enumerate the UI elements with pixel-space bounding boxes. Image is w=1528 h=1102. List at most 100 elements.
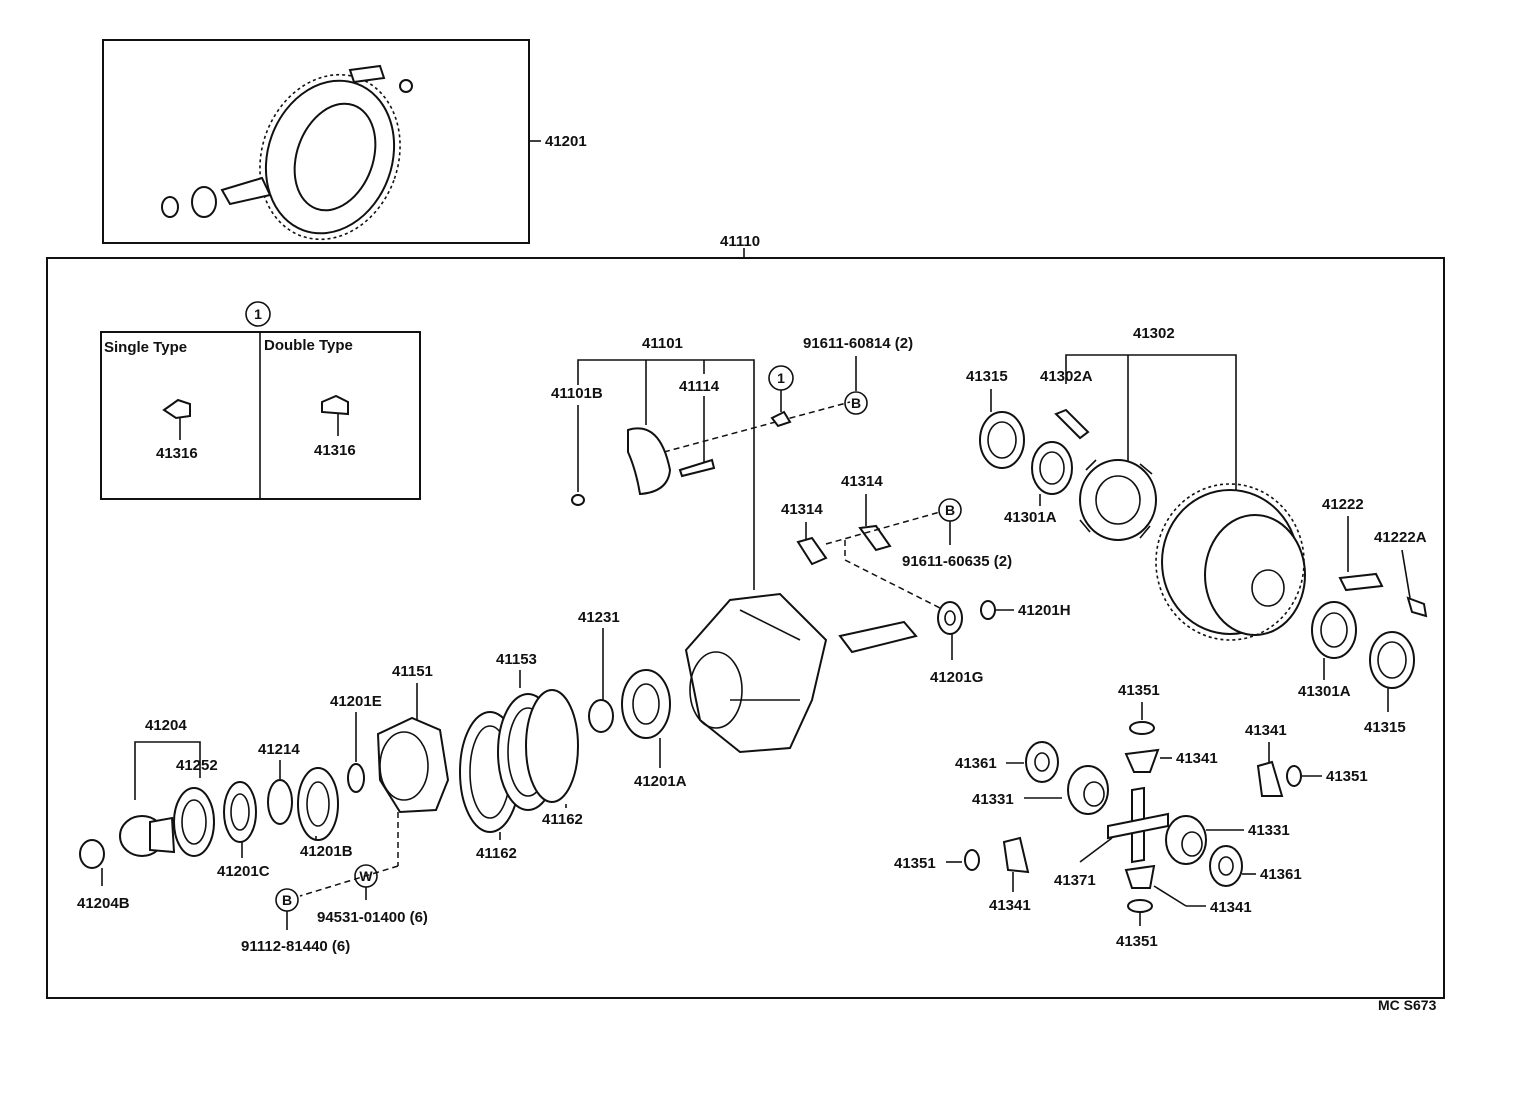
companion-flange-icon <box>119 815 176 857</box>
label-41301A-top: 41301A <box>1004 509 1057 526</box>
pinion-washer-bottom-icon <box>1127 899 1153 913</box>
label-41101B: 41101B <box>551 385 603 402</box>
single-type-heading: Single Type <box>104 339 187 356</box>
pinion-washer-left-icon <box>964 849 980 871</box>
snap-ring-icon <box>347 763 365 793</box>
label-41151: 41151 <box>392 663 433 680</box>
label-41201A: 41201A <box>634 773 687 790</box>
drive-pinion-icon <box>161 176 272 218</box>
label-41302A: 41302A <box>1040 368 1093 385</box>
label-41315-top: 41315 <box>966 368 1008 385</box>
differential-case-ring-icon <box>1155 483 1306 641</box>
label-41351-top: 41351 <box>1118 682 1160 699</box>
label-41101: 41101 <box>642 335 683 352</box>
bearing-retainer-icon <box>376 716 450 814</box>
lock-bolt-icon <box>1406 596 1428 618</box>
pinion-bearing-front-icon <box>937 601 963 635</box>
oil-seal-icon <box>223 781 257 843</box>
pinion-shaft-cross-icon <box>1107 786 1169 864</box>
side-bearing-right-icon <box>1311 601 1357 659</box>
label-41201E: 41201E <box>330 693 382 710</box>
label-41315-right: 41315 <box>1364 719 1406 736</box>
label-41162-a: 41162 <box>476 845 517 862</box>
lock-plate-single-icon <box>162 398 191 420</box>
label-94531-01400: 94531-01400 (6) <box>317 909 428 926</box>
side-bearing-top-icon <box>1031 441 1073 495</box>
label-41153: 41153 <box>496 651 537 668</box>
double-type-heading: Double Type <box>264 337 353 354</box>
pinion-washer-right-icon <box>1286 765 1302 787</box>
plug-icon <box>571 494 585 506</box>
case-bolt-icon <box>1054 408 1090 440</box>
lock-plate-main-icon <box>770 410 792 428</box>
adjusting-nut-lock-icon <box>1338 572 1384 592</box>
adjusting-lock-plate-a-icon <box>796 536 828 566</box>
lock-plate-icon <box>348 64 413 93</box>
oil-slinger-icon <box>267 779 293 825</box>
label-41341-left: 41341 <box>989 897 1031 914</box>
marker-b-1: B <box>851 395 861 411</box>
side-gear-right-icon <box>1165 815 1207 865</box>
rear-bearing-icon <box>621 669 671 739</box>
label-41201: 41201 <box>545 133 587 150</box>
label-41204B: 41204B <box>77 895 130 912</box>
label-41314-b: 41314 <box>841 473 883 490</box>
label-41316-double: 41316 <box>314 442 356 459</box>
inset-marker: 1 <box>254 306 262 322</box>
label-41214: 41214 <box>258 741 300 758</box>
label-41361-right: 41361 <box>1260 866 1302 883</box>
label-41114: 41114 <box>679 378 720 395</box>
label-41351-bottom: 41351 <box>1116 933 1158 950</box>
label-41351-rt: 41351 <box>1326 768 1368 785</box>
carrier-assembly-frame <box>46 257 1445 999</box>
marker-b-3: B <box>282 892 292 908</box>
pinion-spacer-icon <box>980 600 996 620</box>
label-41252: 41252 <box>176 757 218 774</box>
label-41371: 41371 <box>1054 872 1096 889</box>
label-41201G: 41201G <box>930 669 983 686</box>
label-41341-top: 41341 <box>1176 750 1218 767</box>
label-41331-right: 41331 <box>1248 822 1290 839</box>
dust-deflector-icon <box>173 787 215 857</box>
label-41351-left: 41351 <box>894 855 936 872</box>
label-41361-left: 41361 <box>955 755 997 772</box>
carrier-housing-icon <box>684 592 828 754</box>
label-41314-a: 41314 <box>781 501 823 518</box>
label-41341-rt: 41341 <box>1245 722 1287 739</box>
label-91611-60814: 91611-60814 (2) <box>803 335 913 352</box>
flange-nut-icon <box>79 839 105 869</box>
label-41222: 41222 <box>1322 496 1364 513</box>
side-bearing-cup-right-icon <box>1369 631 1415 689</box>
lock-plate-double-icon <box>321 394 349 416</box>
side-gear-left-icon <box>1067 765 1109 815</box>
label-41201B: 41201B <box>300 843 353 860</box>
label-41201C: 41201C <box>217 863 270 880</box>
shim-icon <box>525 689 579 803</box>
diff-pinion-bottom-icon <box>1124 864 1156 889</box>
marker-b-2: B <box>945 502 955 518</box>
bearing-cap-icon <box>627 427 672 496</box>
label-41341-bottom: 41341 <box>1210 899 1252 916</box>
side-washer-right-icon <box>1209 845 1243 887</box>
label-91611-60635: 91611-60635 (2) <box>902 553 1012 570</box>
label-41316-single: 41316 <box>156 445 198 462</box>
side-washer-left-icon <box>1025 741 1059 783</box>
label-41231: 41231 <box>578 609 620 626</box>
label-41110: 41110 <box>720 233 760 250</box>
label-41201H: 41201H <box>1018 602 1071 619</box>
diagram-code: MC S673 <box>1378 997 1437 1013</box>
label-41222A: 41222A <box>1374 529 1427 546</box>
ring-gear-icon <box>259 73 401 241</box>
differential-case-half-icon <box>1079 459 1157 541</box>
label-41302: 41302 <box>1133 325 1175 342</box>
marker-1: 1 <box>777 370 785 386</box>
label-41331-left: 41331 <box>972 791 1014 808</box>
pinion-shaft-icon <box>838 620 918 654</box>
cap-bolt-icon <box>678 458 716 478</box>
label-91112-81440: 91112-81440 (6) <box>241 938 350 955</box>
diff-pinion-top-icon <box>1124 748 1160 773</box>
diff-pinion-left-icon <box>1002 836 1030 874</box>
label-41301A-right: 41301A <box>1298 683 1351 700</box>
